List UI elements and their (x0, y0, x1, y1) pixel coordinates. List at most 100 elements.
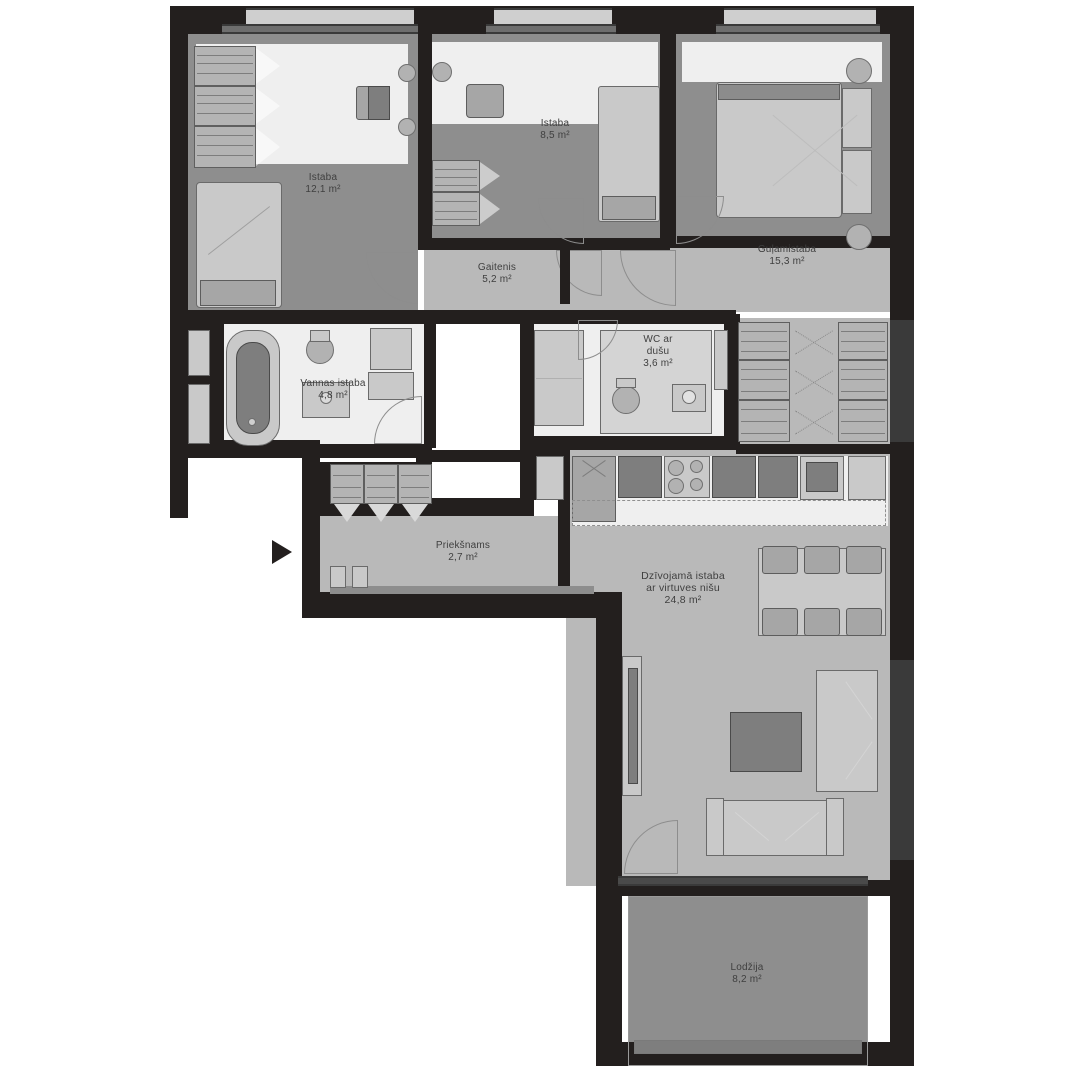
wall-wc-south (520, 436, 736, 450)
wall-between-istaba12-istaba85 (418, 34, 432, 246)
wall-exterior-left-step-v (302, 440, 320, 530)
wardrobe-unit (194, 126, 256, 168)
closet-shelf (738, 360, 790, 400)
washing-machine-body (370, 328, 412, 370)
wall-mid-horizontal (416, 450, 536, 462)
room-label-dzivojama: Dzīvojamā istaba ar virtuves nišu 24,8 m… (641, 570, 725, 606)
toilet (612, 386, 640, 414)
room-label-prieksnams: Priekšnams 2,7 m² (435, 540, 491, 563)
chair (466, 84, 504, 118)
wall-closet-south (736, 444, 890, 454)
wall-left-bottom-stub (170, 440, 188, 518)
balcony-rail (634, 1040, 862, 1054)
cooktop-burner (668, 478, 684, 494)
closet-shelf (838, 322, 888, 360)
coffee-table (730, 712, 802, 772)
desk (368, 86, 390, 120)
sofa-armrest (706, 798, 724, 856)
wall-exterior-bottom-left (302, 592, 622, 618)
wall-istaba12-bottom (186, 310, 432, 324)
sofa-armrest (826, 798, 844, 856)
closet-door-cross (792, 402, 836, 442)
room-label-istaba-12: Istaba 12,1 m² (305, 172, 341, 195)
room-label-gaitenis: Gaitenis 5,2 m² (477, 262, 517, 285)
kitchen-worktop (572, 500, 886, 526)
room-floor-lodzija (628, 896, 868, 1066)
dining-chair (804, 546, 840, 574)
wardrobe-door-swing (256, 128, 280, 166)
tv-screen (628, 668, 638, 784)
window-right-upper (890, 320, 914, 442)
cooktop-burner (668, 460, 684, 476)
wardrobe-door-swing (480, 194, 500, 224)
utility-box (536, 456, 564, 500)
shower-drain-line (536, 378, 582, 379)
room-label-istaba-85: Istaba 8,5 m² (540, 118, 570, 141)
ceiling-lamp-icon (846, 224, 872, 250)
wall-exterior-left-lower (596, 592, 622, 1066)
toilet-cistern (310, 330, 330, 342)
wall-wc-north (520, 310, 736, 324)
kitchen-cabinet (618, 456, 662, 498)
cooktop-burner (690, 478, 703, 491)
room-label-wc: WC ar dušu 3,6 m² (643, 334, 673, 369)
bed-double (716, 82, 842, 218)
entry-arrow-icon (272, 540, 292, 564)
window-right-living (890, 660, 914, 860)
sink-kitchen-basin (806, 462, 838, 492)
dining-chair (846, 608, 882, 636)
side-table (398, 64, 416, 82)
sofa-side (816, 670, 878, 792)
toilet-cistern (616, 378, 636, 388)
dining-chair (762, 608, 798, 636)
wardrobe-door-swing (256, 88, 280, 124)
room-label-gulamistaba: Guļamistaba 15,3 m² (757, 244, 817, 267)
entry-wardrobe-swing (368, 504, 394, 522)
dining-chair (804, 608, 840, 636)
sofa-main (712, 800, 836, 856)
room-floor-gaitenis-east (670, 246, 890, 312)
sink-basin (682, 390, 696, 404)
window-istaba85-frame (486, 24, 616, 34)
wall-hall-east (520, 450, 534, 516)
wardrobe-unit (432, 160, 480, 192)
wardrobe-unit (194, 46, 256, 86)
wall-bath-south (186, 444, 432, 458)
dining-chair (762, 546, 798, 574)
entry-mat (330, 566, 346, 588)
wardrobe-unit (194, 86, 256, 126)
room-label-vannas-istaba: Vannas istaba 4,8 m² (300, 378, 366, 401)
wc-niche (714, 330, 728, 390)
kitchen-cabinet (758, 456, 798, 498)
wardrobe-unit (432, 192, 480, 226)
dining-chair (846, 546, 882, 574)
entry-wardrobe (364, 464, 398, 504)
side-table (432, 62, 452, 82)
wall-corridor-top (418, 238, 670, 250)
wall-between-istaba85-gulamistaba (660, 34, 676, 246)
wardrobe-door-swing (480, 162, 500, 190)
room-label-lodzija: Lodžija 8,2 m² (730, 962, 764, 985)
entry-wardrobe (398, 464, 432, 504)
wall-exterior-left-upper (170, 6, 188, 516)
bed-headboard (718, 84, 840, 100)
closet-shelf (838, 360, 888, 400)
wall-entry-v (302, 516, 320, 594)
nightstand (842, 88, 872, 148)
bed-footboard (602, 196, 656, 220)
sink-basin (320, 392, 332, 404)
wall-closet-west (730, 314, 740, 446)
window-living-to-balcony (618, 876, 868, 886)
ceiling-lamp-icon (846, 58, 872, 84)
window-istaba12-frame (222, 24, 418, 34)
entry-wardrobe-swing (334, 504, 360, 522)
closet-shelf (838, 400, 888, 442)
window-gulamistaba-frame (716, 24, 880, 34)
closet-shelf (738, 400, 790, 442)
wall-corridor-doorjamb (560, 248, 570, 304)
wall-bath-east (424, 322, 436, 448)
entry-wardrobe-swing (402, 504, 428, 522)
wardrobe-door-swing (256, 48, 280, 84)
kitchen-cabinet (848, 456, 886, 500)
